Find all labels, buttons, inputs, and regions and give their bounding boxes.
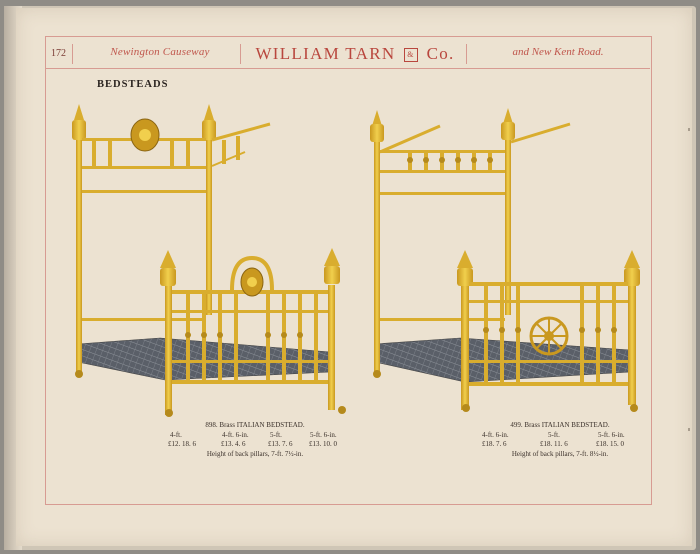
page-number: 172 <box>51 48 66 59</box>
foot-post-right <box>628 285 636 405</box>
size-label: 5-ft. <box>270 431 282 439</box>
item-name: Brass ITALIAN BEDSTEAD. <box>219 421 305 429</box>
height-note: Height of back pillars, 7-ft. 8½-in. <box>511 450 609 458</box>
size-label: 4-ft. 6-in. <box>222 431 249 439</box>
company-logo-text: & <box>407 50 415 59</box>
item-name: Brass ITALIAN BEDSTEAD. <box>524 421 610 429</box>
catalogue-page <box>16 8 692 546</box>
header-divider <box>72 44 73 64</box>
foot-post-left <box>165 285 172 415</box>
price-label: £18. 7. 6 <box>482 440 507 448</box>
height-note: Height of back pillars, 7-ft. 7½-in. <box>206 450 304 458</box>
header-divider <box>240 44 241 64</box>
price-label: £13. 4. 6 <box>221 440 246 448</box>
back-post-left <box>76 140 82 375</box>
header-rule <box>45 68 650 69</box>
price-label: £18. 15. 0 <box>596 440 624 448</box>
price-label: £13. 7. 6 <box>268 440 293 448</box>
price-label: £18. 11. 6 <box>540 440 568 448</box>
company-suffix: Co. <box>426 44 455 63</box>
size-label: 5-ft. 6-in. <box>598 431 625 439</box>
size-label: 5-ft. <box>548 431 560 439</box>
back-post-left <box>374 140 380 375</box>
size-label: 5-ft. 6-in. <box>310 431 337 439</box>
size-label: 4-ft. 6-in. <box>482 431 509 439</box>
section-title: BEDSTEADS <box>97 79 169 90</box>
item-898-title: 898. Brass ITALIAN BEDSTEAD. <box>175 421 335 429</box>
company-name: WILLIAM TARN <box>255 44 396 63</box>
finial <box>204 104 214 120</box>
price-label: £12. 18. 6 <box>168 440 196 448</box>
page-frame <box>45 36 652 505</box>
page-title: WILLIAM TARN & Co. <box>250 44 460 64</box>
foot-post-right <box>328 285 335 410</box>
header-address-left: Newington Causeway <box>110 46 210 58</box>
item-number: 898. <box>205 421 218 429</box>
header-address-right: and New Kent Road. <box>512 46 604 58</box>
price-label: £13. 10. 0 <box>309 440 337 448</box>
back-post-right <box>505 140 511 315</box>
page-edge-mark <box>688 428 690 431</box>
back-post-right <box>206 140 212 315</box>
bedstead-898-illustration <box>72 104 346 417</box>
finial <box>74 104 84 120</box>
page-edge-mark <box>688 128 690 131</box>
item-499-title: 499. Brass ITALIAN BEDSTEAD. <box>480 421 640 429</box>
item-number: 499. <box>510 421 523 429</box>
size-label: 4-ft. <box>170 431 182 439</box>
bedstead-499-illustration <box>370 108 640 412</box>
header-divider <box>466 44 467 64</box>
foot-post-left <box>461 285 469 410</box>
company-logo: & <box>404 48 418 62</box>
